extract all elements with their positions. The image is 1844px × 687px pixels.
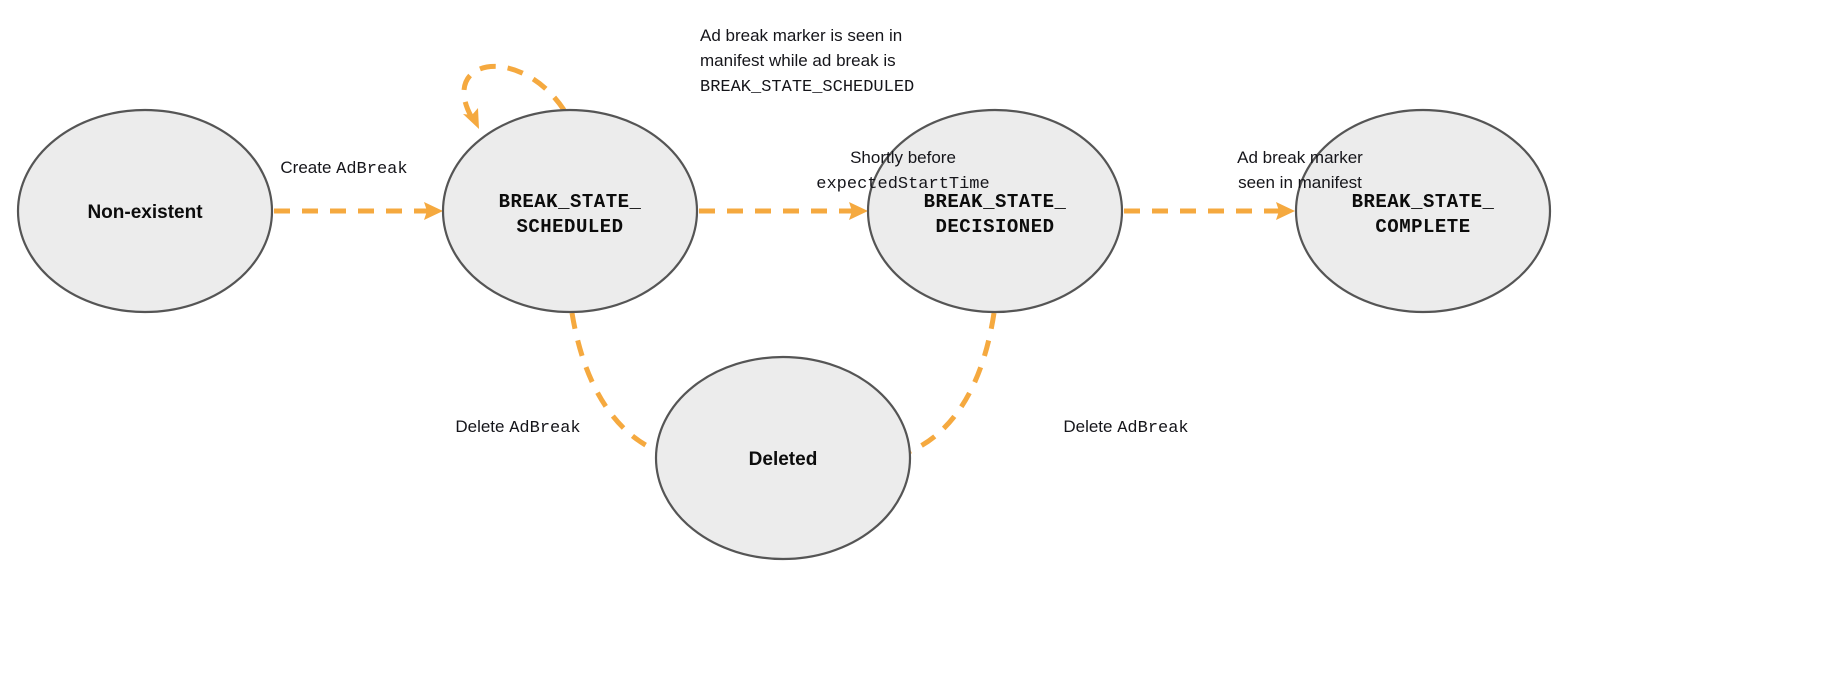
node-break-state-scheduled-label-line1: BREAK_STATE_ [499,191,642,213]
edge-delete-from-decisioned-path [899,312,997,458]
node-break-state-complete-label-line2: COMPLETE [1375,216,1470,238]
node-non-existent-shape [16,108,274,314]
svg-text:Create AdBreak: Create AdBreak [280,158,407,179]
edge-label-delete-right-prefix: Delete [1063,417,1117,436]
node-deleted-shape [654,355,912,561]
edge-label-complete: Ad break marker seen in manifest [1237,148,1363,192]
edge-label-delete-from-decisioned: Delete AdBreak [1063,417,1188,438]
node-break-state-scheduled-label-line2: SCHEDULED [516,216,623,238]
edge-label-self-loop-scheduled: Ad break marker is seen in manifest whil… [700,26,914,97]
node-break-state-decisioned-label-line2: DECISIONED [935,216,1054,238]
edge-label-self-loop-line3: BREAK_STATE_SCHEDULED [700,78,914,97]
edge-decision[interactable] [699,202,868,220]
edge-label-delete-left-prefix: Delete [455,417,509,436]
edge-label-decision-line1: Shortly before [850,148,956,167]
node-deleted[interactable]: Deleted [654,355,912,561]
edge-label-delete-from-scheduled: Delete AdBreak [455,417,580,438]
node-non-existent-label: Non-existent [87,202,203,223]
edge-label-self-loop-line2: manifest while ad break is [700,51,896,70]
node-break-state-complete-shape [1294,108,1552,314]
edge-decision-arrowhead [849,202,868,220]
node-break-state-decisioned-label-line1: BREAK_STATE_ [924,191,1067,213]
svg-text:Delete AdBreak: Delete AdBreak [1063,417,1188,438]
edge-label-create-mono: AdBreak [336,160,407,179]
edge-label-decision: Shortly before expectedStartTime [816,148,989,194]
edge-self-loop-scheduled-arrowhead [463,108,479,129]
edge-delete-from-scheduled-path [569,312,669,458]
node-break-state-decisioned[interactable]: BREAK_STATE_ DECISIONED [866,108,1124,314]
node-break-state-scheduled-shape [441,108,699,314]
node-break-state-complete[interactable]: BREAK_STATE_ COMPLETE [1294,108,1552,314]
edge-self-loop-scheduled[interactable] [461,63,567,129]
edge-self-loop-scheduled-path [461,63,567,120]
edge-label-complete-line1: Ad break marker [1237,148,1363,167]
svg-text:Delete AdBreak: Delete AdBreak [455,417,580,438]
edge-complete-arrowhead [1276,202,1295,220]
node-break-state-complete-label-line1: BREAK_STATE_ [1352,191,1495,213]
edge-label-create-adbreak: Create AdBreak [280,158,407,179]
edge-label-complete-line2: seen in manifest [1238,173,1362,192]
node-non-existent[interactable]: Non-existent [16,108,274,314]
node-break-state-scheduled[interactable]: BREAK_STATE_ SCHEDULED [441,108,699,314]
node-deleted-label: Deleted [749,449,818,470]
edge-label-decision-line2: expectedStartTime [816,175,989,194]
edge-create-adbreak-arrowhead [424,202,443,220]
edge-create-adbreak[interactable] [274,202,443,220]
edge-label-delete-left-mono: AdBreak [509,419,580,438]
edge-label-create-prefix: Create [280,158,336,177]
node-break-state-decisioned-shape [866,108,1124,314]
edge-label-delete-right-mono: AdBreak [1117,419,1188,438]
edge-complete[interactable] [1124,202,1295,220]
edge-label-self-loop-line1: Ad break marker is seen in [700,26,902,45]
